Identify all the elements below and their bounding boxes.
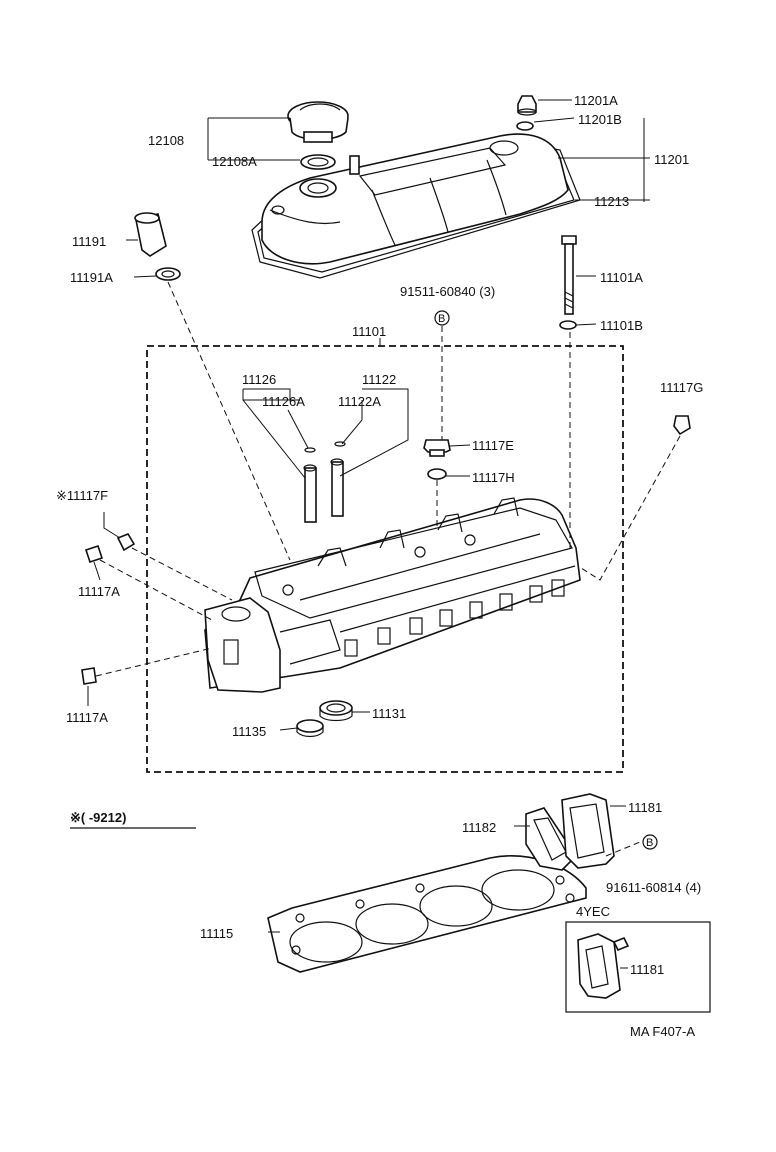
seal-11135 — [296, 719, 324, 738]
valve-guide-11126 — [303, 447, 317, 523]
variant-box-4YEC — [565, 921, 711, 1013]
label-11122: 11122 — [362, 372, 396, 387]
plug-11117F — [116, 533, 136, 552]
label-11182: 11182 — [462, 820, 496, 835]
label-11101: 11101 — [352, 324, 386, 339]
label-12108A: 12108A — [212, 154, 257, 169]
grommet-11191 — [134, 212, 167, 257]
seal-11131 — [319, 700, 353, 722]
label-11131: 11131 — [372, 706, 406, 721]
valve-cover-11201 — [251, 133, 581, 279]
cap-gasket-12108A — [300, 154, 336, 170]
gasket-11191A — [155, 267, 181, 281]
label-11181: 11181 — [628, 800, 662, 815]
label-11101B: 11101B — [600, 318, 643, 333]
marker-b-upper — [434, 310, 450, 326]
cover-11181 — [561, 793, 615, 869]
cylinder-head-box — [146, 345, 624, 773]
label-4YEC: 4YEC — [576, 904, 610, 919]
label-11135: 11135 — [232, 724, 266, 739]
label-11101A: 11101A — [600, 270, 643, 285]
label-11117A-lower: 11117A — [66, 710, 108, 725]
label-11117H: 11117H — [472, 470, 515, 485]
label-11117F: ※11117F — [56, 488, 108, 503]
label-11191: 11191 — [72, 234, 106, 249]
label-91611: 91611-60814 (4) — [606, 880, 701, 895]
date-note: ※( -9212) — [70, 810, 126, 825]
label-11126A: 11126A — [262, 394, 305, 409]
label-11117A-upper: 11117A — [78, 584, 120, 599]
oil-filler-cap-12108 — [287, 101, 349, 143]
cover-11181-variant — [577, 933, 630, 999]
washer-11101B — [559, 320, 577, 330]
cover-nut-11201A — [517, 95, 537, 116]
valve-guide-11122 — [330, 441, 346, 517]
label-11213: 11213 — [594, 194, 629, 209]
label-11201A: 11201A — [574, 93, 618, 108]
plug-11117E — [423, 439, 451, 457]
plug-11117G — [673, 415, 691, 436]
label-12108: 12108 — [148, 133, 184, 148]
figure-code: MA F407-A — [630, 1024, 695, 1039]
cover-washer-11201B — [516, 121, 534, 131]
plug-11117A-lower — [81, 667, 97, 685]
plug-11117A-upper — [84, 544, 104, 564]
gasket-11117H — [427, 468, 447, 480]
marker-b-lower — [642, 834, 658, 850]
head-gasket-11115 — [267, 855, 587, 973]
label-11191A: 11191A — [70, 270, 113, 285]
label-11115: 11115 — [200, 926, 233, 941]
stud-bolt-11101A — [561, 235, 577, 315]
label-11122A: 11122A — [338, 394, 381, 409]
label-11117E: 11117E — [472, 438, 514, 453]
label-11126: 11126 — [242, 372, 276, 387]
label-11117G: 11117G — [660, 380, 703, 395]
label-11201B: 11201B — [578, 112, 622, 127]
marker-b1-text: B — [438, 313, 445, 325]
cylinder-head-11101 — [204, 497, 581, 693]
marker-b2-text: B — [646, 837, 653, 849]
label-11181-variant: 11181 — [630, 962, 664, 977]
label-11201: 11201 — [654, 152, 689, 167]
label-91511: 91511-60840 (3) — [400, 284, 495, 299]
